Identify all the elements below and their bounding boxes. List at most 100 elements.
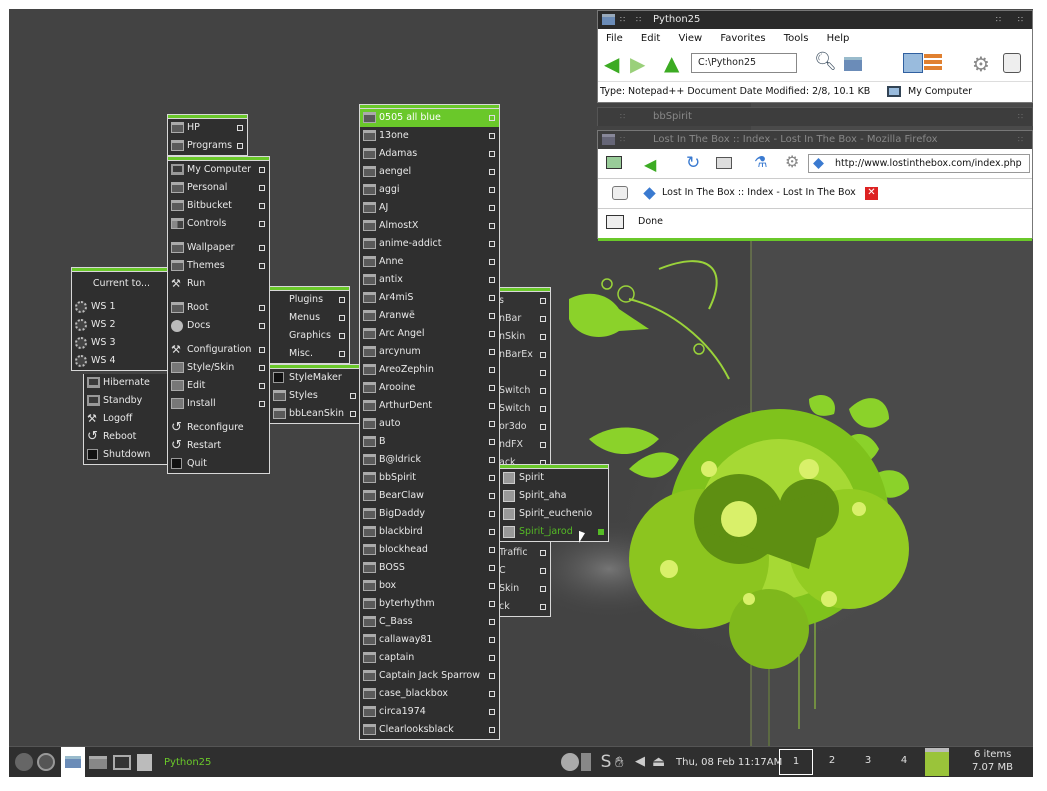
menu-item-style[interactable]: Adamas bbox=[360, 145, 499, 163]
menu-item-plugin[interactable] bbox=[453, 364, 550, 382]
page-icon[interactable] bbox=[606, 156, 622, 169]
url-field[interactable]: http://www.lostinthebox.com/index.php bbox=[808, 154, 1030, 173]
menu-item-style[interactable]: callaway81 bbox=[360, 631, 499, 649]
tab-title[interactable]: Lost In The Box :: Index - Lost In The B… bbox=[662, 187, 856, 198]
close-icon[interactable]: ∷ bbox=[1017, 112, 1024, 121]
workspace-4[interactable]: 4 bbox=[900, 755, 908, 766]
menu-item-shutdown[interactable]: Shutdown bbox=[84, 446, 167, 464]
menu-item-style[interactable]: blockhead bbox=[360, 541, 499, 559]
menu-item-logoff[interactable]: Logoff bbox=[84, 410, 167, 428]
firefox-titlebar[interactable]: ∷ Lost In The Box :: Index - Lost In The… bbox=[598, 131, 1032, 149]
menu-item-plugin[interactable]: ck bbox=[453, 598, 550, 616]
tray-volume-icon[interactable]: ◀ bbox=[635, 754, 645, 769]
menu-item-ws2[interactable]: WS 2 bbox=[72, 316, 171, 334]
menu-item-ws1[interactable]: WS 1 bbox=[72, 298, 171, 316]
menu-item-style[interactable]: aggi bbox=[360, 181, 499, 199]
menu-item-quit[interactable]: Quit bbox=[168, 455, 269, 473]
menu-item-my-computer[interactable]: My Computer bbox=[168, 161, 269, 179]
recycle-bin-icon[interactable] bbox=[925, 748, 949, 776]
menu-item-edit[interactable]: Edit bbox=[168, 377, 269, 395]
menu-item-docs[interactable]: Docs bbox=[168, 317, 269, 335]
address-field[interactable]: C:\Python25 bbox=[691, 53, 797, 73]
back-arrow-icon[interactable]: ◀ bbox=[604, 52, 620, 76]
gear-icon[interactable]: ⚙ bbox=[785, 152, 800, 171]
menu-item-style[interactable]: circa1974 bbox=[360, 703, 499, 721]
menu-item-spirit-euchenio[interactable]: Spirit_euchenio bbox=[500, 505, 608, 523]
menu-item-style[interactable]: captain bbox=[360, 649, 499, 667]
menu-item-style[interactable]: byterhythm bbox=[360, 595, 499, 613]
tray-usb-icon[interactable] bbox=[581, 753, 591, 771]
menu-item-style[interactable]: B@ldrick bbox=[360, 451, 499, 469]
menu-item-bitbucket[interactable]: Bitbucket bbox=[168, 197, 269, 215]
menu-item-style[interactable]: box bbox=[360, 577, 499, 595]
menu-item-style[interactable]: AlmostX bbox=[360, 217, 499, 235]
menu-item-controls[interactable]: Controls bbox=[168, 215, 269, 233]
menu-item-themes[interactable]: Themes bbox=[168, 257, 269, 275]
close-icon[interactable]: ∷ bbox=[1017, 135, 1024, 144]
menu-item-hp[interactable]: HP bbox=[168, 119, 247, 137]
menu-item-style[interactable]: Ar4miS bbox=[360, 289, 499, 307]
menu-item-install[interactable]: Install bbox=[168, 395, 269, 413]
close-tab-icon[interactable]: ✕ bbox=[865, 187, 878, 200]
menu-favorites[interactable]: Favorites bbox=[720, 33, 766, 44]
blackbox-icon[interactable] bbox=[15, 753, 33, 771]
menu-item-style[interactable]: Arc Angel bbox=[360, 325, 499, 343]
menu-item-standby[interactable]: Standby bbox=[84, 392, 167, 410]
menu-item-style[interactable]: B bbox=[360, 433, 499, 451]
menu-item-menus[interactable]: Menus bbox=[270, 309, 349, 327]
flask-icon[interactable]: ⚗ bbox=[754, 153, 768, 171]
menu-item-style[interactable]: Aranwë bbox=[360, 307, 499, 325]
menu-item-plugin[interactable]: Skin bbox=[453, 580, 550, 598]
menu-view[interactable]: View bbox=[678, 33, 703, 44]
reload-icon[interactable]: ↻ bbox=[686, 153, 701, 173]
clock[interactable]: Thu, 08 Feb 11:17AM bbox=[676, 757, 783, 768]
menu-item-style[interactable]: arcynum bbox=[360, 343, 499, 361]
menu-item-style[interactable]: BOSS bbox=[360, 559, 499, 577]
workspace-2[interactable]: 2 bbox=[828, 755, 836, 766]
workspace-1[interactable]: 1 bbox=[779, 749, 813, 775]
minimize-icon[interactable]: ∷ bbox=[995, 15, 1002, 24]
gear-icon[interactable]: ⚙ bbox=[972, 52, 990, 76]
menu-item-wallpaper[interactable]: Wallpaper bbox=[168, 239, 269, 257]
menu-item-plugin[interactable]: nBar bbox=[453, 310, 550, 328]
window-dots-icon[interactable]: ∷ bbox=[620, 135, 627, 144]
menu-item-plugin[interactable]: Switch bbox=[453, 400, 550, 418]
menu-item-style[interactable]: auto bbox=[360, 415, 499, 433]
menu-item-reconfigure[interactable]: Reconfigure bbox=[168, 419, 269, 437]
menu-item-plugin[interactable]: Switch bbox=[453, 382, 550, 400]
menu-item-spirit[interactable]: Spirit bbox=[500, 469, 608, 487]
menu-item-style[interactable]: BigDaddy bbox=[360, 505, 499, 523]
menu-item-run[interactable]: Run bbox=[168, 275, 269, 293]
folders-icon[interactable] bbox=[844, 57, 862, 71]
menu-item-misc[interactable]: Misc. bbox=[270, 345, 349, 363]
menu-item-style[interactable]: blackbird bbox=[360, 523, 499, 541]
menu-item-style[interactable]: Anne bbox=[360, 253, 499, 271]
notepad-icon[interactable] bbox=[137, 754, 152, 771]
back-arrow-icon[interactable]: ◀ bbox=[644, 155, 657, 174]
menu-item-style[interactable]: aengel bbox=[360, 163, 499, 181]
menu-item-style[interactable]: Arooine bbox=[360, 379, 499, 397]
view-list-icon[interactable] bbox=[924, 54, 942, 72]
menu-item-plugins[interactable]: Plugins bbox=[270, 291, 349, 309]
menu-item-plugin[interactable]: or3do bbox=[453, 418, 550, 436]
window-dots-icon[interactable]: ∷ bbox=[620, 112, 627, 121]
menu-item-plugin[interactable]: Traffic bbox=[453, 544, 550, 562]
firefox-window[interactable]: ∷ Lost In The Box :: Index - Lost In The… bbox=[597, 130, 1033, 241]
menu-tools[interactable]: Tools bbox=[783, 33, 809, 44]
menu-item-plugin[interactable]: s bbox=[453, 292, 550, 310]
menu-item-style[interactable]: anime-addict bbox=[360, 235, 499, 253]
menu-item-style-skin[interactable]: Style/Skin bbox=[168, 359, 269, 377]
menu-item-restart[interactable]: Restart bbox=[168, 437, 269, 455]
menu-item-bbleanskin[interactable]: bbLeanSkin bbox=[270, 405, 360, 423]
tray-shield-icon[interactable] bbox=[561, 753, 579, 771]
search-icon[interactable]: 🔍︎ bbox=[814, 51, 837, 72]
menu-item-style[interactable]: AreoZephin bbox=[360, 361, 499, 379]
new-tab-icon[interactable] bbox=[612, 186, 628, 200]
close-icon[interactable]: ∷ bbox=[1017, 15, 1024, 24]
explorer-titlebar[interactable]: ∷ ∷ Python25 ∷ ∷ bbox=[598, 11, 1032, 29]
menu-item-style[interactable]: Captain Jack Sparrow bbox=[360, 667, 499, 685]
menu-item-programs[interactable]: Programs bbox=[168, 137, 247, 155]
menu-item-style[interactable]: AJ bbox=[360, 199, 499, 217]
view-icon[interactable] bbox=[903, 53, 923, 73]
menu-file[interactable]: File bbox=[606, 33, 623, 44]
